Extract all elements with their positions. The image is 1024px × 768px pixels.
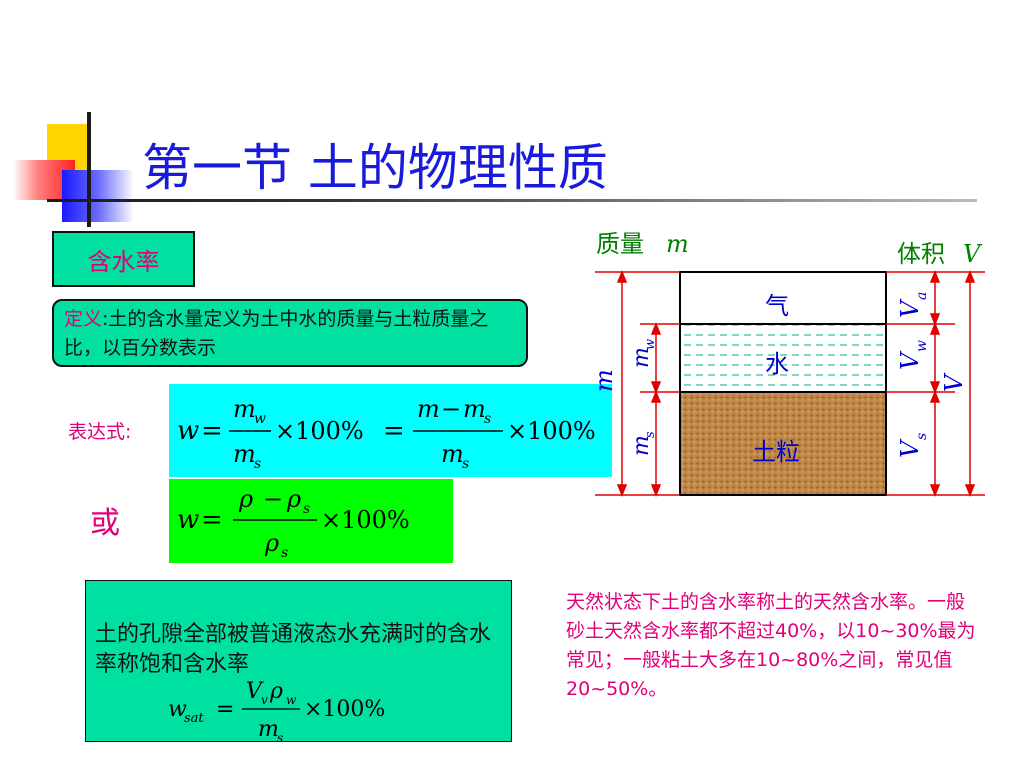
- formula1-times2: ×100%: [507, 417, 596, 445]
- formula-water-content: w = m w m s ×100% = m − m s m s ×100%: [177, 395, 596, 472]
- phase-water-label: 水: [765, 350, 789, 378]
- formula1-lhs: w: [177, 416, 199, 446]
- saturation-den-sub: s: [277, 731, 283, 744]
- saturation-num-b-sub: w: [286, 693, 297, 707]
- volume-symbol: V: [963, 240, 983, 268]
- formula2-times: ×100%: [321, 506, 410, 534]
- mass-soil-sub: s: [643, 431, 658, 438]
- volume-dimensions: [886, 269, 985, 498]
- formula2-num-b: ρ: [286, 485, 301, 513]
- volume-total-symbol: V: [940, 372, 968, 392]
- title-underline: [47, 199, 977, 202]
- mass-symbol: m: [666, 230, 689, 258]
- natural-water-content-note: 天然状态下土的含水率称土的天然含水率。一般砂土天然含水率都不超过40%，以10~…: [566, 591, 976, 700]
- formula-saturation: w sat = V v ρ w m s ×100%: [168, 679, 385, 744]
- slide-title: 第一节 土的物理性质: [142, 139, 608, 197]
- formula2-den-sub: s: [281, 545, 288, 561]
- formula1-num1-sub: w: [254, 411, 266, 427]
- mass-water-symbol: m: [629, 347, 654, 368]
- formula1-den2-sub: s: [462, 456, 469, 472]
- expression-label: 表达式:: [68, 421, 132, 443]
- air-phase: [679, 271, 887, 325]
- volume-water-symbol: V: [896, 350, 924, 370]
- volume-soil-sub: s: [914, 433, 930, 440]
- formula2-num-b-sub: s: [303, 501, 310, 517]
- title-decoration-vline: [87, 112, 91, 227]
- formula2-lhs: w: [177, 505, 199, 535]
- formula2-den: ρ: [264, 529, 279, 557]
- saturation-num-b: ρ: [269, 679, 283, 704]
- formula1-num1: m: [233, 395, 256, 423]
- formula-water-content-box: w = m w m s ×100% = m − m s m s ×100%: [169, 384, 612, 477]
- phase-air-label: 气: [765, 292, 789, 320]
- saturation-den: m: [258, 717, 279, 742]
- volume-water-sub: w: [914, 340, 930, 352]
- volume-air-symbol: V: [896, 298, 924, 318]
- phase-soil-label: 土粒: [752, 438, 800, 466]
- saturation-lhs: w: [168, 697, 187, 722]
- formula1-den2: m: [441, 440, 464, 468]
- formula2-num-a: ρ: [238, 485, 253, 513]
- title-decoration-blue: [62, 170, 134, 222]
- formula2-equals: =: [201, 505, 223, 535]
- formula1-equals-2: =: [383, 416, 405, 446]
- mass-soil-symbol: m: [629, 435, 654, 456]
- saturation-num-a: V: [246, 679, 264, 704]
- water-phase: [679, 323, 887, 393]
- saturation-box: [85, 580, 512, 742]
- soil-phase: [679, 391, 887, 496]
- mass-water-sub: w: [643, 339, 658, 350]
- definition-colon: :: [102, 308, 109, 330]
- formula1-minus: −: [441, 395, 461, 423]
- saturation-equals: =: [216, 697, 234, 722]
- definition-prefix: 定义: [64, 308, 103, 330]
- saturation-lhs-sub: sat: [184, 711, 204, 726]
- formula1-den1: m: [233, 440, 256, 468]
- volume-soil-symbol: V: [896, 438, 924, 458]
- section-label: 含水率: [87, 247, 160, 276]
- definition-text: 土的含水量定义为土中水的质量与土粒质量之比，以百分数表示: [64, 308, 489, 359]
- or-label: 或: [90, 506, 120, 541]
- volume-air-sub: a: [914, 292, 930, 300]
- formula2-minus: −: [263, 485, 283, 513]
- mass-label: 质量: [596, 230, 644, 258]
- section-label-box: 含水率: [52, 231, 195, 287]
- saturation-times: ×100%: [304, 697, 385, 722]
- formula1-times1: ×100%: [275, 417, 364, 445]
- formula1-num2a: m: [417, 395, 440, 423]
- definition-box: 定义:土的含水量定义为土中水的质量与土粒质量之比，以百分数表示: [52, 299, 528, 367]
- formula1-num2b: m: [463, 395, 486, 423]
- formula-density: w = ρ − ρ s ρ s ×100%: [177, 485, 410, 561]
- formula1-equals: =: [201, 416, 223, 446]
- saturation-num-a-sub: v: [261, 693, 268, 707]
- formula-density-box: w = ρ − ρ s ρ s ×100%: [169, 479, 453, 563]
- volume-label: 体积: [897, 240, 945, 268]
- formula1-den1-sub: s: [254, 456, 261, 472]
- formula1-num2b-sub: s: [484, 411, 491, 427]
- saturation-text: 土的孔隙全部被普通液态水充满时的含水率称饱和含水率: [95, 622, 492, 677]
